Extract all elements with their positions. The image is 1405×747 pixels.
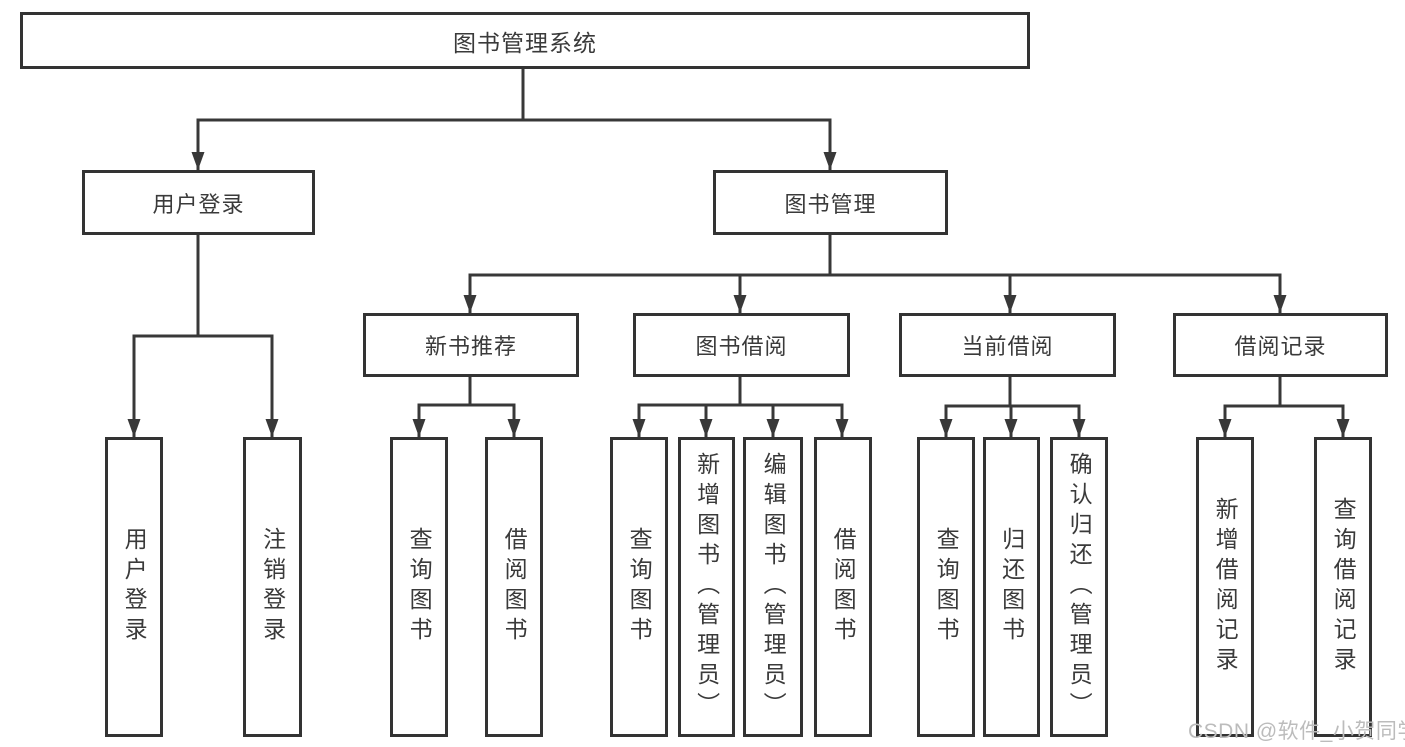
node-box-current-query-books: 查询图书	[917, 437, 975, 737]
node-label-new-book-recommend: 新书推荐	[424, 334, 517, 359]
connector-new-book-recommend-children	[412, 377, 521, 437]
node-label-borrow-query-books: 查询图书	[626, 527, 653, 647]
node-label-add-borrow-record: 新增借阅记录	[1212, 497, 1239, 677]
node-box-query-borrow-record: 查询借阅记录	[1314, 437, 1372, 737]
arrowhead	[265, 419, 279, 437]
connector-book-management-children	[463, 235, 1287, 313]
connector-user-login-children	[127, 235, 279, 437]
node-label-book-management: 图书管理	[784, 191, 877, 217]
node-label-logout: 注销登录	[259, 527, 286, 647]
node-box-add-books-admin: 新增图书（管理员）	[678, 437, 735, 737]
node-box-borrow-query-books: 查询图书	[610, 437, 668, 737]
node-label-return-books: 归还图书	[998, 527, 1025, 647]
arrowhead	[939, 419, 953, 437]
node-box-borrow-records: 借阅记录	[1173, 313, 1388, 377]
node-box-user-login: 用户登录	[82, 170, 315, 235]
connector-current-borrow-children	[939, 377, 1086, 437]
arrowhead	[699, 419, 713, 437]
arrowhead	[1004, 419, 1018, 437]
node-label-user-login-action: 用户登录	[121, 527, 148, 647]
arrowhead	[632, 419, 646, 437]
arrowhead	[823, 152, 837, 170]
node-box-new-book-recommend: 新书推荐	[363, 313, 579, 377]
node-label-root: 图书管理系统	[453, 29, 597, 56]
arrowhead	[191, 152, 205, 170]
arrowhead	[1218, 419, 1232, 437]
node-box-current-borrow: 当前借阅	[899, 313, 1116, 377]
connector-root-to-level2	[191, 69, 837, 170]
node-box-add-borrow-record: 新增借阅记录	[1196, 437, 1254, 737]
node-label-recommend-borrow-books: 借阅图书	[501, 527, 528, 647]
node-label-recommend-query-books: 查询图书	[406, 527, 433, 647]
node-box-confirm-return-admin: 确认归还（管理员）	[1050, 437, 1108, 737]
node-label-book-borrow: 图书借阅	[695, 334, 788, 359]
node-box-logout: 注销登录	[243, 437, 302, 737]
arrowhead	[835, 419, 849, 437]
node-label-user-login: 用户登录	[152, 191, 245, 217]
arrowhead	[766, 419, 780, 437]
arrowhead	[1273, 295, 1287, 313]
node-label-borrow-records: 借阅记录	[1234, 334, 1327, 359]
node-label-current-borrow: 当前借阅	[961, 334, 1054, 359]
node-box-edit-books-admin: 编辑图书（管理员）	[743, 437, 803, 737]
node-box-return-books: 归还图书	[983, 437, 1040, 737]
node-label-current-query-books: 查询图书	[933, 527, 960, 647]
arrowhead	[127, 419, 141, 437]
node-box-root: 图书管理系统	[20, 12, 1030, 69]
arrowhead	[507, 419, 521, 437]
node-label-add-books-admin: 新增图书（管理员）	[693, 452, 720, 722]
node-label-edit-books-admin: 编辑图书（管理员）	[760, 452, 787, 722]
node-box-book-borrow: 图书借阅	[633, 313, 850, 377]
node-label-confirm-return-admin: 确认归还（管理员）	[1066, 452, 1093, 722]
node-box-book-management: 图书管理	[713, 170, 948, 235]
arrowhead	[733, 295, 747, 313]
arrowhead	[463, 295, 477, 313]
node-box-recommend-borrow-books: 借阅图书	[485, 437, 543, 737]
arrowhead	[1072, 419, 1086, 437]
csdn-watermark: CSDN @软件_小贺同学	[1188, 720, 1405, 743]
node-box-user-login-action: 用户登录	[105, 437, 163, 737]
arrowhead	[1003, 295, 1017, 313]
node-label-query-borrow-record: 查询借阅记录	[1330, 497, 1357, 677]
arrowhead	[1336, 419, 1350, 437]
node-box-borrow-books: 借阅图书	[814, 437, 872, 737]
connector-borrow-records-children	[1218, 377, 1350, 437]
connector-book-borrow-children	[632, 377, 849, 437]
arrowhead	[412, 419, 426, 437]
node-label-borrow-books: 借阅图书	[830, 527, 857, 647]
node-box-recommend-query-books: 查询图书	[390, 437, 448, 737]
